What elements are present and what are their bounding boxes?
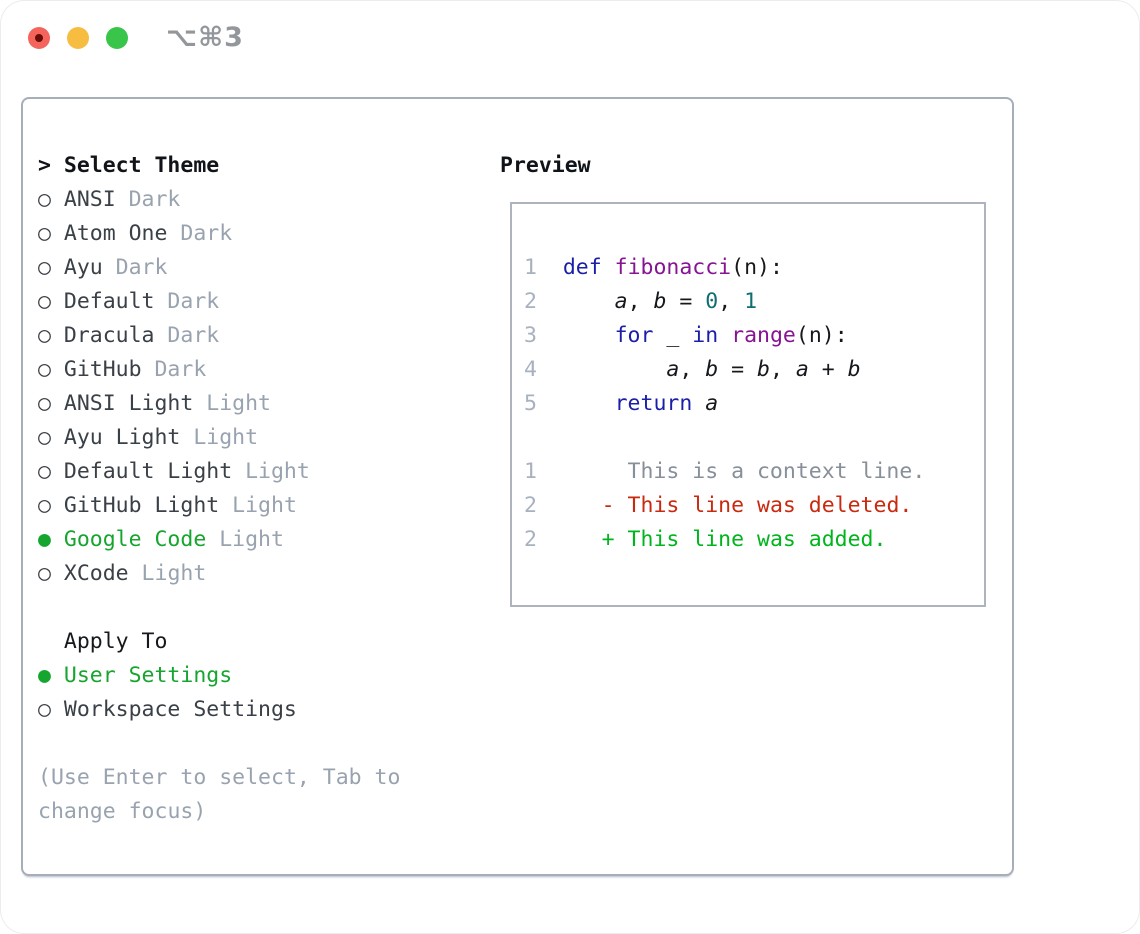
radio-icon: ○ — [38, 561, 51, 586]
theme-variant: Light — [128, 561, 207, 586]
left-column: > Select Theme ○ ANSI Dark ○ Atom One Dark ○ A… — [38, 149, 400, 829]
theme-option[interactable]: ○ XCode Light — [38, 557, 400, 591]
theme-variant: Dark — [167, 221, 233, 246]
theme-variant: Dark — [154, 289, 220, 314]
theme-variant: Light — [219, 493, 297, 518]
close-button[interactable] — [28, 27, 50, 49]
theme-variant: Dark — [115, 187, 181, 212]
radio-selected-icon: ● — [38, 527, 51, 552]
radio-icon: ○ — [38, 221, 51, 246]
close-active-dot-icon — [35, 34, 43, 42]
traffic-lights — [28, 27, 128, 49]
theme-option-label: XCode — [63, 561, 129, 586]
theme-option[interactable]: ○ GitHub Dark — [38, 353, 400, 387]
code-line: 3 for _ in range(n): — [524, 319, 984, 353]
theme-variant: Light — [180, 425, 259, 450]
radio-icon: ○ — [38, 357, 51, 382]
zoom-button[interactable] — [106, 27, 128, 49]
theme-option-label: ANSI Light — [63, 391, 194, 416]
theme-variant: Light — [206, 527, 284, 552]
radio-icon: ○ — [38, 391, 51, 416]
help-line: (Use Enter to select, Tab to — [38, 765, 401, 790]
code-line: 5 return a — [524, 387, 984, 421]
line-number: 3 — [524, 323, 537, 348]
theme-option[interactable]: ○ Atom One Dark — [38, 217, 400, 251]
radio-icon: ○ — [38, 289, 51, 314]
theme-option-label: Ayu — [63, 255, 103, 280]
apply-to-title: Apply To — [63, 629, 168, 654]
line-number: 1 — [524, 459, 537, 484]
radio-icon: ○ — [38, 187, 51, 212]
theme-option-label: Dracula — [63, 323, 155, 348]
titlebar: ⌥⌘3 — [0, 0, 1140, 76]
code-blank-line — [524, 421, 984, 455]
theme-option-label: Google Code — [63, 527, 207, 552]
theme-option[interactable]: ○ Ayu Dark — [38, 251, 400, 285]
theme-option-label: Atom One — [63, 221, 168, 246]
select-theme-header: > Select Theme — [38, 149, 400, 183]
spacer-row — [38, 591, 400, 625]
minimize-button[interactable] — [67, 27, 89, 49]
theme-option-label: ANSI — [63, 187, 116, 212]
theme-option[interactable]: ○ Default Dark — [38, 285, 400, 319]
code-line: 2 a, b = 0, 1 — [524, 285, 984, 319]
line-number: 2 — [524, 527, 537, 552]
apply-to-option-label: Workspace Settings — [63, 697, 297, 722]
line-number: 1 — [524, 255, 537, 280]
diff-preview: 1 This is a context line.2 - This line w… — [524, 455, 984, 557]
diff-line: 1 This is a context line. — [524, 455, 984, 489]
apply-to-option[interactable]: ○ Workspace Settings — [38, 693, 400, 727]
theme-option[interactable]: ○ ANSI Dark — [38, 183, 400, 217]
theme-option-label: GitHub Light — [63, 493, 220, 518]
theme-option[interactable]: ○ Default Light Light — [38, 455, 400, 489]
radio-icon: ○ — [38, 323, 51, 348]
line-number: 2 — [524, 289, 537, 314]
theme-option-label: Default Light — [63, 459, 233, 484]
diff-line: 2 + This line was added. — [524, 523, 984, 557]
help-text: (Use Enter to select, Tab to change focus… — [38, 761, 400, 829]
theme-option[interactable]: ○ GitHub Light Light — [38, 489, 400, 523]
radio-icon: ○ — [38, 493, 51, 518]
prompt-icon: > — [38, 153, 51, 178]
preview-title: Preview — [500, 153, 591, 178]
theme-variant: Dark — [141, 357, 207, 382]
radio-icon: ○ — [38, 697, 51, 722]
theme-option[interactable]: ○ Ayu Light Light — [38, 421, 400, 455]
theme-options-list: ○ ANSI Dark ○ Atom One Dark ○ Ayu Dark ○ Defaul… — [38, 183, 400, 591]
line-number: 2 — [524, 493, 537, 518]
line-number: 4 — [524, 357, 537, 382]
theme-option-label: Default — [63, 289, 155, 314]
theme-variant: Dark — [154, 323, 220, 348]
select-theme-title: Select Theme — [63, 153, 220, 178]
diff-line: 2 - This line was deleted. — [524, 489, 984, 523]
theme-option-label: Ayu Light — [63, 425, 181, 450]
spacer-row — [38, 727, 400, 761]
line-number: 5 — [524, 391, 537, 416]
apply-to-header: Apply To — [38, 625, 400, 659]
theme-option-label: GitHub — [63, 357, 142, 382]
theme-variant: Dark — [102, 255, 168, 280]
theme-option[interactable]: ○ ANSI Light Light — [38, 387, 400, 421]
theme-variant: Light — [232, 459, 310, 484]
radio-icon: ○ — [38, 425, 51, 450]
apply-to-option[interactable]: ● User Settings — [38, 659, 400, 693]
radio-icon: ○ — [38, 459, 51, 484]
radio-selected-icon: ● — [38, 663, 51, 688]
window-title: ⌥⌘3 — [166, 22, 244, 53]
radio-icon: ○ — [38, 255, 51, 280]
code-line: 4 a, b = b, a + b — [524, 353, 984, 387]
theme-option[interactable]: ● Google Code Light — [38, 523, 400, 557]
apply-to-option-label: User Settings — [63, 663, 233, 688]
theme-variant: Light — [193, 391, 271, 416]
help-line: change focus) — [38, 799, 207, 824]
apply-to-options-list: ● User Settings ○ Workspace Settings — [38, 659, 400, 727]
theme-option[interactable]: ○ Dracula Dark — [38, 319, 400, 353]
